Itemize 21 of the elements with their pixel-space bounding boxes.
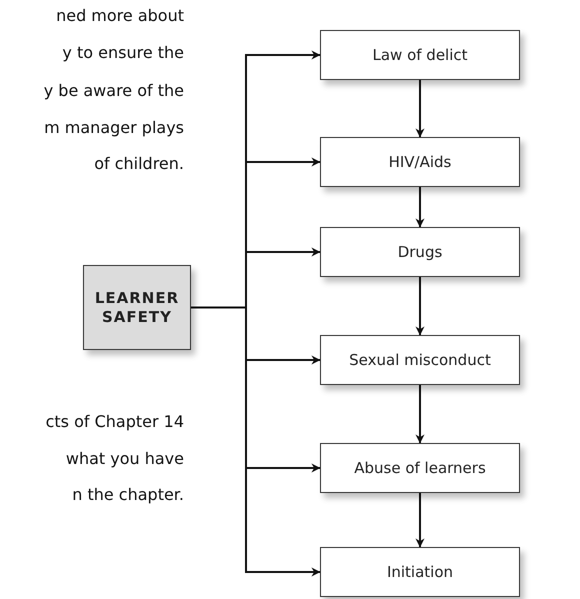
process-box: Initiation (320, 547, 520, 597)
arrow (416, 493, 424, 548)
paragraph-text: m manager plays (44, 118, 184, 137)
arrow (416, 277, 424, 336)
process-box: Abuse of learners (320, 443, 520, 493)
topic-box: LEARNER SAFETY (83, 265, 191, 350)
paragraph-text: y to ensure the (62, 43, 184, 62)
arrow (416, 187, 424, 228)
process-box: Sexual misconduct (320, 335, 520, 385)
paragraph-text: y be aware of the (44, 81, 184, 100)
process-box: HIV/Aids (320, 137, 520, 187)
arrow (191, 306, 320, 576)
paragraph-text: n the chapter. (72, 485, 184, 504)
arrow (416, 80, 424, 138)
process-box: Drugs (320, 227, 520, 277)
paragraph-text: what you have (66, 449, 184, 468)
process-box: Law of delict (320, 30, 520, 80)
paragraph-text: ned more about (56, 6, 184, 25)
paragraph-text: cts of Chapter 14 (46, 412, 184, 431)
paragraph-text: of children. (94, 154, 184, 173)
arrow (416, 385, 424, 444)
